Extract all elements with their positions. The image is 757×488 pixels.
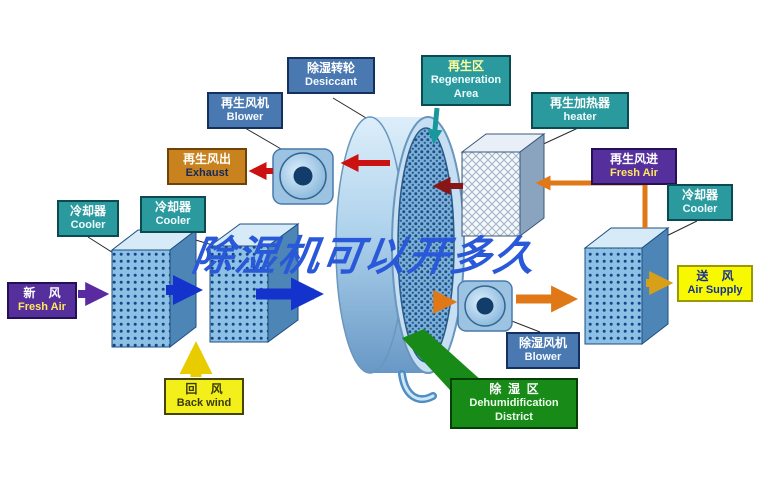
regen-blower-label: 再生风机 Blower	[207, 92, 283, 129]
exhaust-label-zh: 再生风出	[182, 152, 231, 166]
cooler-left-inner-label: 冷却器 Cooler	[140, 196, 206, 233]
regen-blower-label-zh: 再生风机	[220, 96, 269, 110]
dehumid-blower-label-zh: 除湿风机	[518, 336, 567, 350]
regen-blower-label-en: Blower	[226, 111, 264, 123]
regen-heater-label-zh: 再生加热器	[549, 96, 610, 110]
dehumid-blower-label: 除湿风机 Blower	[506, 332, 580, 369]
desiccant-label-zh: 除湿转轮	[306, 61, 355, 75]
regen-area-label-zh: 再生区	[447, 59, 484, 73]
cooler-left-outer-label: 冷却器 Cooler	[57, 200, 119, 237]
back-wind-label: 回 风 Back wind	[164, 378, 244, 415]
back-wind-label-en: Back wind	[176, 397, 232, 409]
desiccant-label: 除湿转轮 Desiccant	[287, 57, 375, 94]
fresh-air-label: 新 风 Fresh Air	[7, 282, 77, 319]
air-supply-label: 送 风 Air Supply	[677, 265, 753, 302]
air-supply-label-zh: 送 风	[696, 269, 734, 283]
fresh-air-label-en: Fresh Air	[18, 301, 66, 313]
heater-unit	[460, 133, 546, 237]
desiccant-label-en: Desiccant	[305, 76, 357, 88]
dehumid-district-label: 除 湿 区 Dehumidification District	[450, 378, 578, 429]
exhaust-label-en: Exhaust	[185, 167, 229, 179]
dehumid-blower-label-en: Blower	[524, 351, 562, 363]
air-supply-label-en: Air Supply	[687, 284, 743, 296]
cooler-right-label-en: Cooler	[682, 203, 718, 215]
regen-fresh-air-label-en: Fresh Air	[610, 167, 658, 179]
dehumid-blower-fan-icon	[457, 280, 513, 332]
cooler-left-inner-label-en: Cooler	[155, 215, 191, 227]
regen-blower-fan-icon	[272, 148, 334, 205]
regen-fresh-air-label: 再生风进 Fresh Air	[591, 148, 677, 185]
dehumid-district-label-en: Dehumidification District	[469, 397, 559, 423]
cooler-left-outer-label-zh: 冷却器	[69, 204, 106, 218]
cooler-left-inner-label-zh: 冷却器	[154, 200, 191, 214]
regen-area-label: 再生区 Regeneration Area	[421, 55, 511, 106]
cooler-unit-right	[583, 226, 670, 346]
back-wind-label-zh: 回 风	[185, 382, 223, 396]
watermark-text: 除湿机可以开多久	[189, 233, 540, 279]
fresh-air-label-zh: 新 风	[23, 286, 61, 300]
cooler-right-label: 冷却器 Cooler	[667, 184, 733, 221]
regen-fresh-air-label-zh: 再生风进	[609, 152, 658, 166]
regen-heater-label-en: heater	[563, 111, 597, 123]
cooler-left-outer-label-en: Cooler	[70, 219, 106, 231]
dehumid-zone-pointer	[402, 329, 492, 390]
regen-heater-label: 再生加热器 heater	[531, 92, 629, 129]
regen-area-label-en: Regeneration Area	[430, 74, 502, 100]
drain-pipe-icon	[398, 370, 437, 403]
regen-area-pointer-arrow	[427, 107, 443, 145]
exhaust-label: 再生风出 Exhaust	[167, 148, 247, 185]
cooler-right-label-zh: 冷却器	[681, 188, 718, 202]
regen-in-path	[535, 175, 648, 228]
dehumid-district-label-zh: 除 湿 区	[489, 382, 539, 396]
